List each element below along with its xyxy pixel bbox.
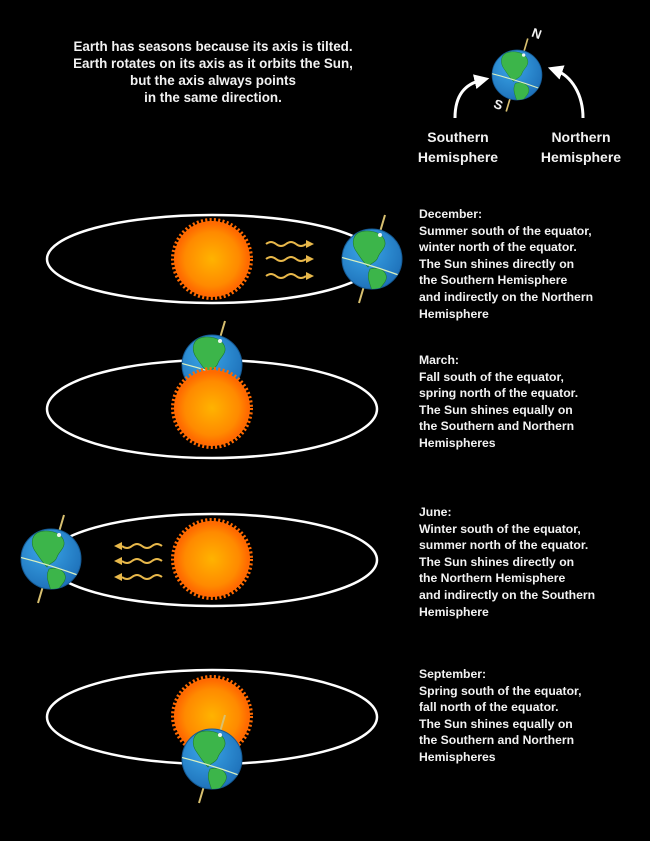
sun-icon [174,221,250,297]
march-diagram [45,321,379,460]
month-title: June: [419,505,452,519]
june-diagram [19,512,379,608]
june-caption: June: Winter south of the equator, summe… [419,505,596,619]
march-caption: March: Fall south of the equator, spring… [419,353,579,450]
earth-icon [19,515,83,603]
intro-text: Earth has seasons because its axis is ti… [73,39,353,105]
month-title: December: [419,207,482,221]
northern-arrow-icon [547,65,585,119]
september-diagram [45,668,379,803]
earth-icon [340,215,404,303]
sun-icon [174,521,250,597]
september-caption: September: Spring south of the equator, … [419,667,582,764]
northern-hemisphere-label: Northern Hemisphere [540,129,622,165]
december-caption: December: Summer south of the equator, w… [419,207,594,321]
sun-icon [174,370,250,446]
southern-hemisphere-label: Southern Hemisphere [417,129,499,165]
december-diagram [45,213,404,305]
month-title: March: [419,353,459,367]
southern-arrow-icon [453,74,490,119]
month-title: September: [419,667,487,681]
